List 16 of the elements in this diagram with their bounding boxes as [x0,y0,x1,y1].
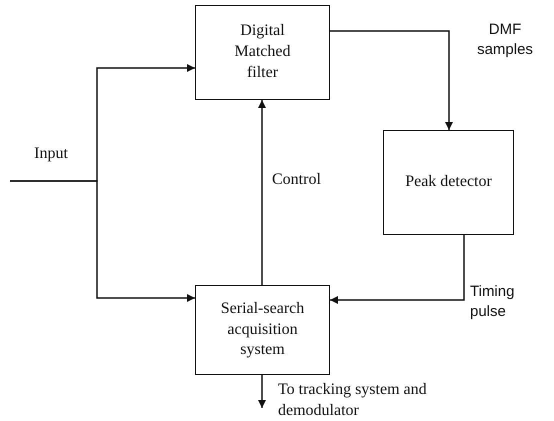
edge-label: Control [272,170,321,190]
arrow [330,30,453,130]
box-text: Digital Matched filter [234,21,292,83]
arrow [258,375,266,408]
edge-label: To tracking system and demodulator [278,380,428,421]
process-box [195,285,330,375]
box-text: Peak detector [405,172,492,192]
process-box [383,130,514,235]
arrow [330,235,465,304]
arrow [10,180,195,302]
process-box [195,5,330,100]
edge-label: DMF samples [476,20,534,59]
edge-label: Timing pulse [470,282,516,321]
arrow [258,100,266,285]
input-label: Input [10,144,92,181]
box-text: Serial-search acquisition system [220,298,306,360]
